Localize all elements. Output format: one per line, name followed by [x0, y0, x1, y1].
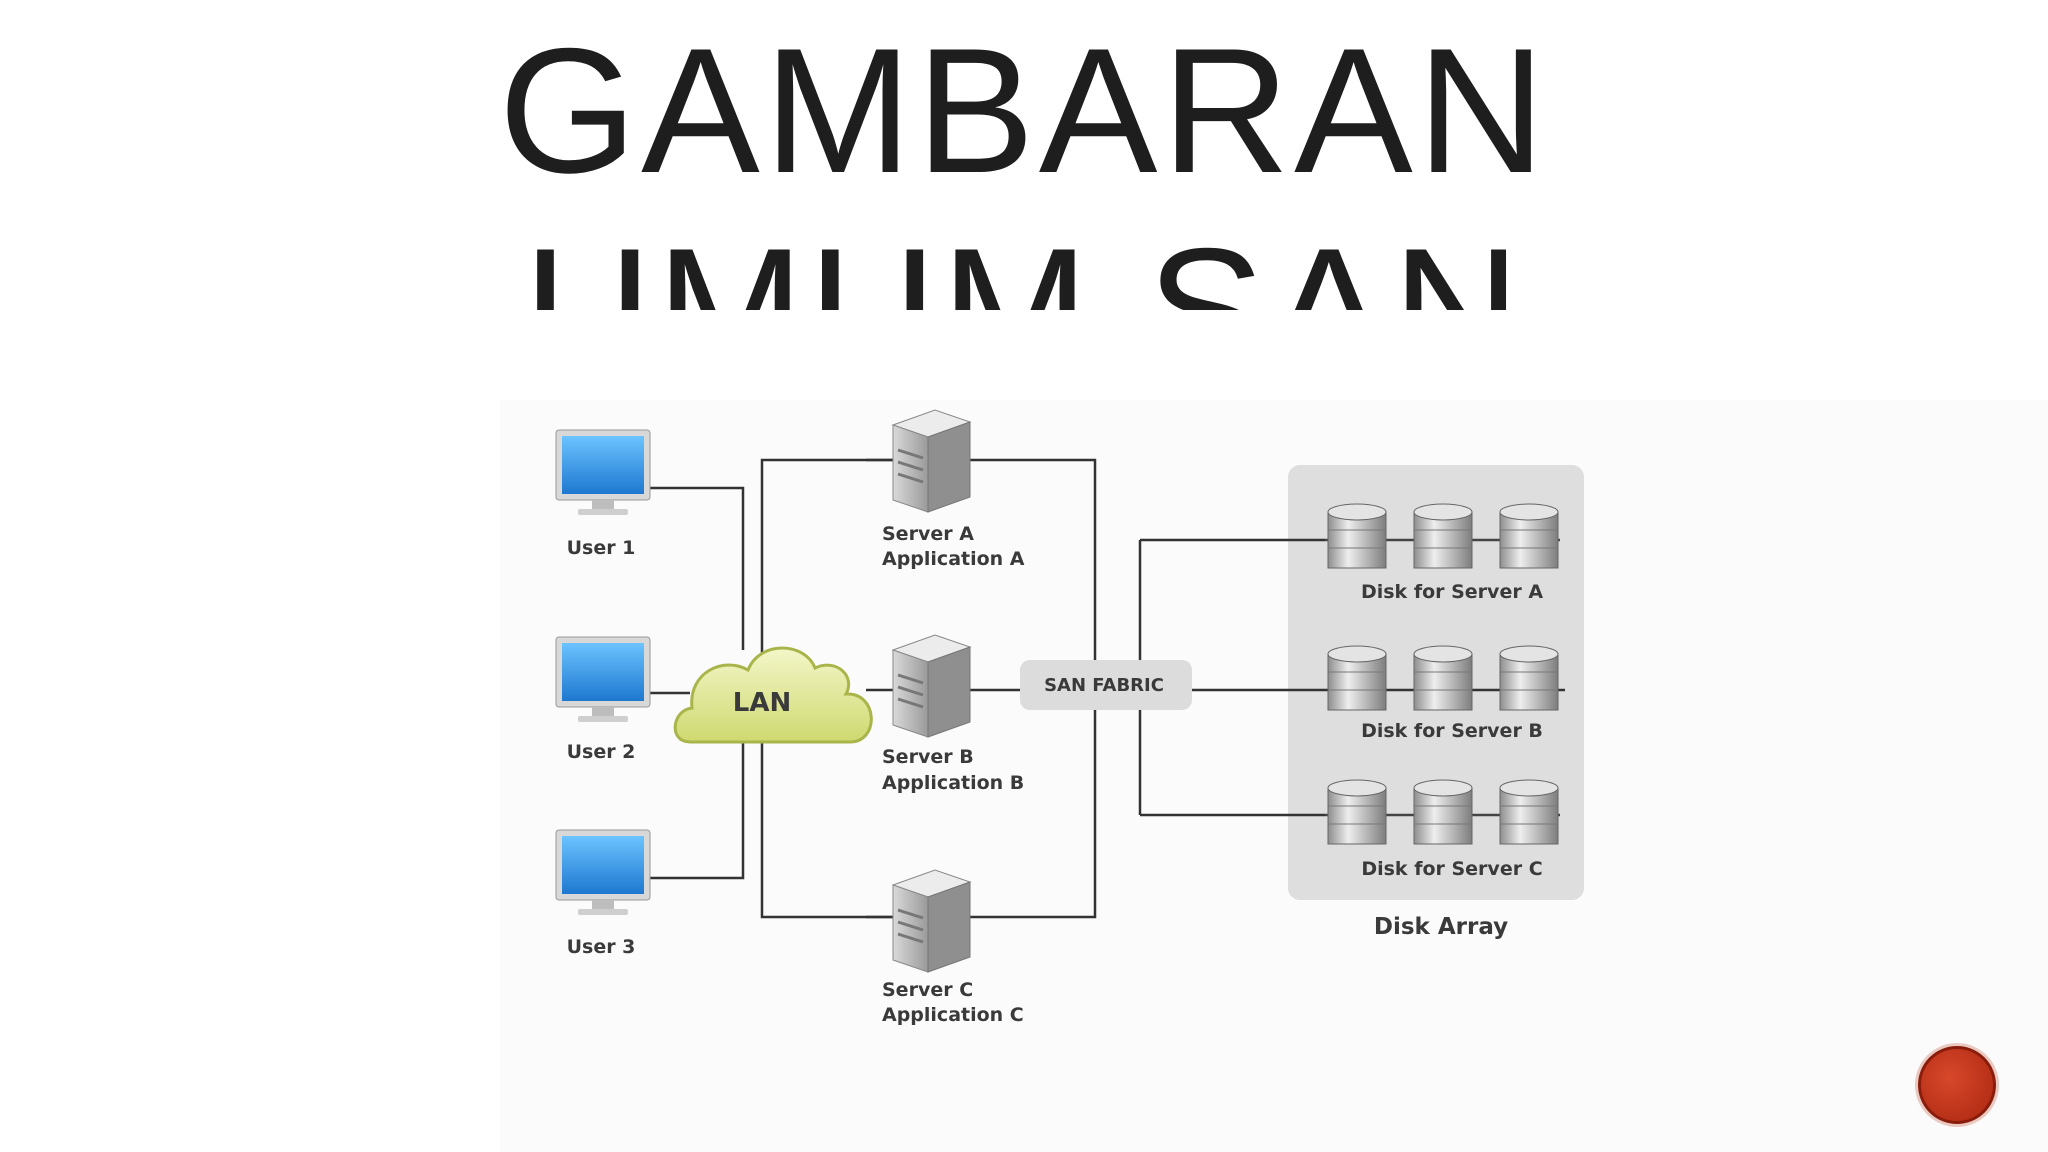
slide-title-line-1: GAMBARAN [498, 11, 1550, 210]
server-a-icon [891, 409, 972, 513]
slide-title-line-2-clip: UMUM SAN [0, 230, 2048, 310]
lan-cloud-icon [673, 646, 873, 744]
user-3-monitor-icon [555, 829, 651, 915]
disk-b-label: Disk for Server B [1361, 720, 1543, 742]
server-c-name: Server C [882, 979, 973, 1001]
server-c-app: Application C [882, 1004, 1024, 1026]
user-1-label: User 1 [567, 537, 636, 559]
san-fabric-label: SAN FABRIC [1044, 675, 1164, 696]
disk-cylinder-icon [1413, 779, 1473, 845]
disk-cylinder-icon [1413, 503, 1473, 569]
server-a-name: Server A [882, 523, 974, 545]
disk-cylinder-icon [1327, 503, 1387, 569]
disk-cylinder-icon [1327, 779, 1387, 845]
disk-row-b [1327, 645, 1559, 711]
server-c-icon [891, 869, 972, 973]
user-1-monitor-icon [555, 429, 651, 515]
disk-cylinder-icon [1499, 779, 1559, 845]
user-3-label: User 3 [567, 936, 636, 958]
server-b-icon [891, 634, 972, 738]
circle-button-icon[interactable] [1918, 1046, 1996, 1124]
disk-cylinder-icon [1499, 503, 1559, 569]
disk-row-c [1325, 779, 1560, 845]
disk-cylinder-icon [1413, 645, 1473, 711]
disk-cylinder-icon [1327, 645, 1387, 711]
server-a-app: Application A [882, 548, 1025, 570]
user-2-label: User 2 [567, 741, 636, 763]
disk-row-a [1325, 503, 1560, 569]
san-fabric-box [1020, 660, 1192, 710]
lan-label: LAN [733, 688, 791, 718]
disk-a-label: Disk for Server A [1361, 581, 1543, 603]
diagram-background [500, 400, 2048, 1152]
server-b-name: Server B [882, 746, 974, 768]
slide-title-line-2: UMUM SAN [0, 230, 2048, 310]
server-b-app: Application B [882, 772, 1024, 794]
disk-cylinder-icon [1499, 645, 1559, 711]
user-2-monitor-icon [555, 636, 651, 722]
disk-c-label: Disk for Server C [1361, 858, 1542, 880]
disk-array-label: Disk Array [1374, 914, 1508, 940]
